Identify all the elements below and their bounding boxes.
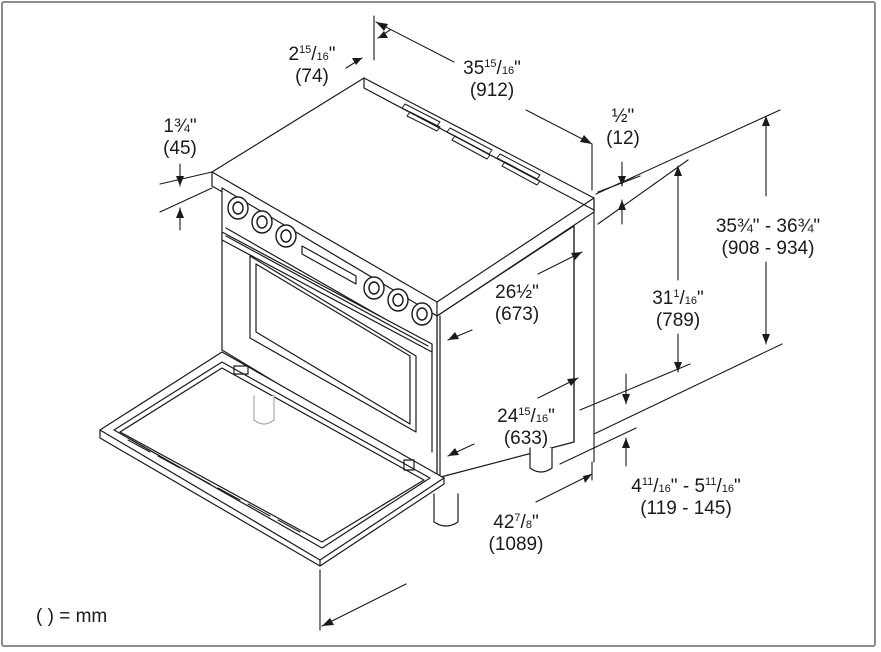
dim-leg-height: 411/16" - 511/16" (119 - 145)	[631, 476, 741, 519]
oven-handle	[221, 231, 433, 353]
dim-top-width: 3515/16" (912)	[463, 58, 521, 101]
control-knobs	[227, 196, 433, 326]
arrowheads	[176, 22, 770, 626]
oven-door	[99, 351, 445, 567]
dim-overall-height: 35¾" - 36¾" (908 - 934)	[715, 216, 821, 259]
vent-slots	[401, 103, 541, 186]
dim-lip-depth: 215/16" (74)	[288, 44, 336, 87]
dim-body-height: 311/16" (789)	[652, 288, 704, 331]
dim-door-open-depth: 427/8" (1089)	[488, 512, 544, 555]
unit-legend: ( ) = mm	[36, 606, 108, 627]
dim-back-offset: ½" (12)	[606, 106, 640, 149]
dimension-lines	[159, 15, 783, 631]
dim-body-depth: 26½" (673)	[494, 282, 540, 325]
dim-cabinet-depth: 2415/16" (633)	[497, 406, 555, 449]
dim-back-guard-height: 1¾" (45)	[163, 116, 197, 159]
legs	[253, 395, 553, 527]
display-window	[301, 245, 357, 285]
